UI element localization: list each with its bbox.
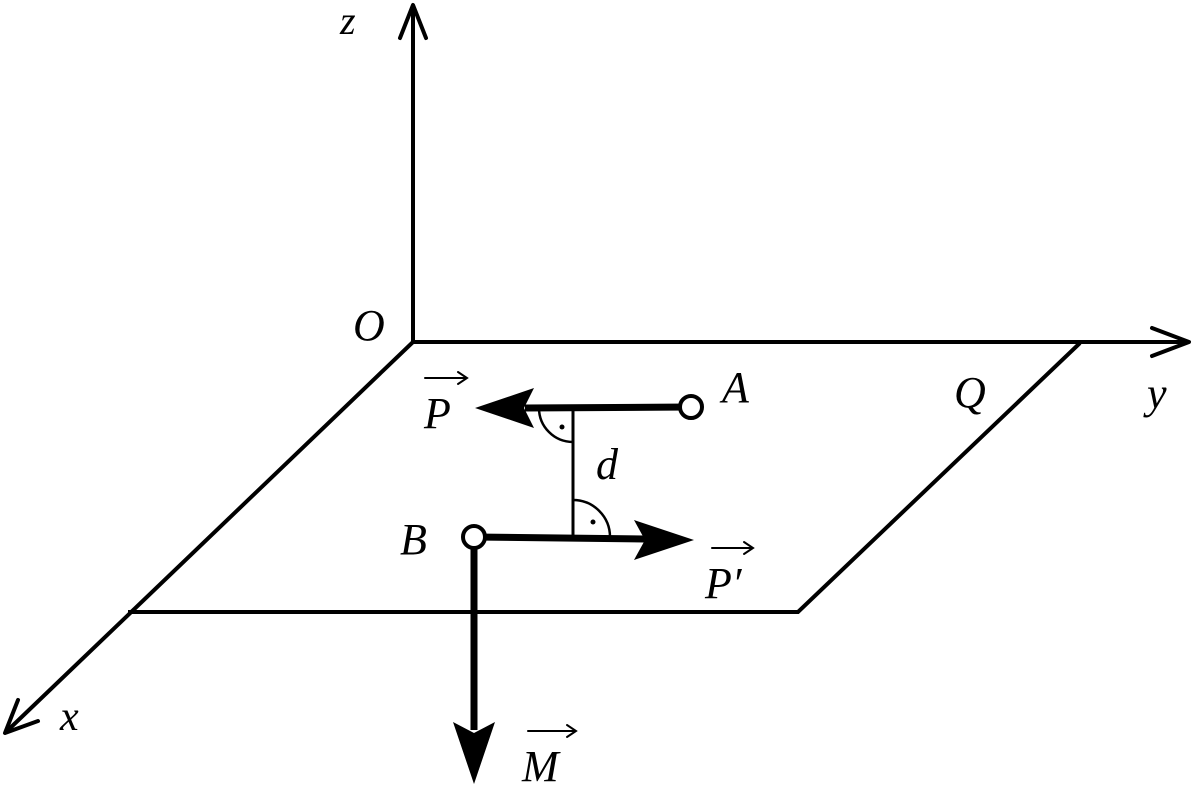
force-p-label-group: P (423, 371, 469, 438)
force-p-arrowhead (475, 388, 534, 428)
force-p-prime-label: P′ (704, 559, 743, 608)
x-axis-arrowhead (3, 698, 40, 735)
force-p-label: P (423, 389, 451, 438)
moment-label-group: M (521, 724, 578, 785)
x-axis (3, 340, 415, 735)
force-p-prime-vector (473, 520, 694, 560)
point-a (678, 394, 704, 420)
plane-q (128, 341, 1082, 614)
force-p-prime-label-group: P′ (704, 541, 755, 608)
moment-label: M (521, 742, 561, 785)
force-p-vector (475, 388, 691, 428)
vector-arrow-icon (527, 724, 578, 738)
force-p-prime-arrowhead (634, 520, 694, 560)
right-angle-mark-bottom (572, 498, 612, 538)
z-axis (398, 3, 428, 344)
moment-vector (453, 538, 495, 784)
point-a-label: A (719, 363, 750, 412)
vector-arrow-icon (711, 541, 755, 555)
point-b-label: B (400, 515, 427, 564)
distance-label: d (596, 440, 619, 489)
y-axis (411, 326, 1191, 358)
z-axis-label: z (339, 0, 356, 43)
vector-arrow-icon (424, 371, 469, 385)
y-axis-label: y (1143, 369, 1167, 418)
plane-label: Q (954, 368, 986, 417)
origin-label: O (353, 301, 385, 350)
right-angle-mark-top (537, 407, 574, 444)
moment-arrowhead (453, 722, 495, 784)
point-b (461, 524, 487, 550)
z-axis-arrowhead (398, 3, 428, 40)
right-angle-dot-top (559, 424, 565, 430)
x-axis-label: x (59, 694, 79, 740)
right-angle-dot-bottom (590, 519, 596, 525)
y-axis-arrowhead (1150, 326, 1191, 358)
